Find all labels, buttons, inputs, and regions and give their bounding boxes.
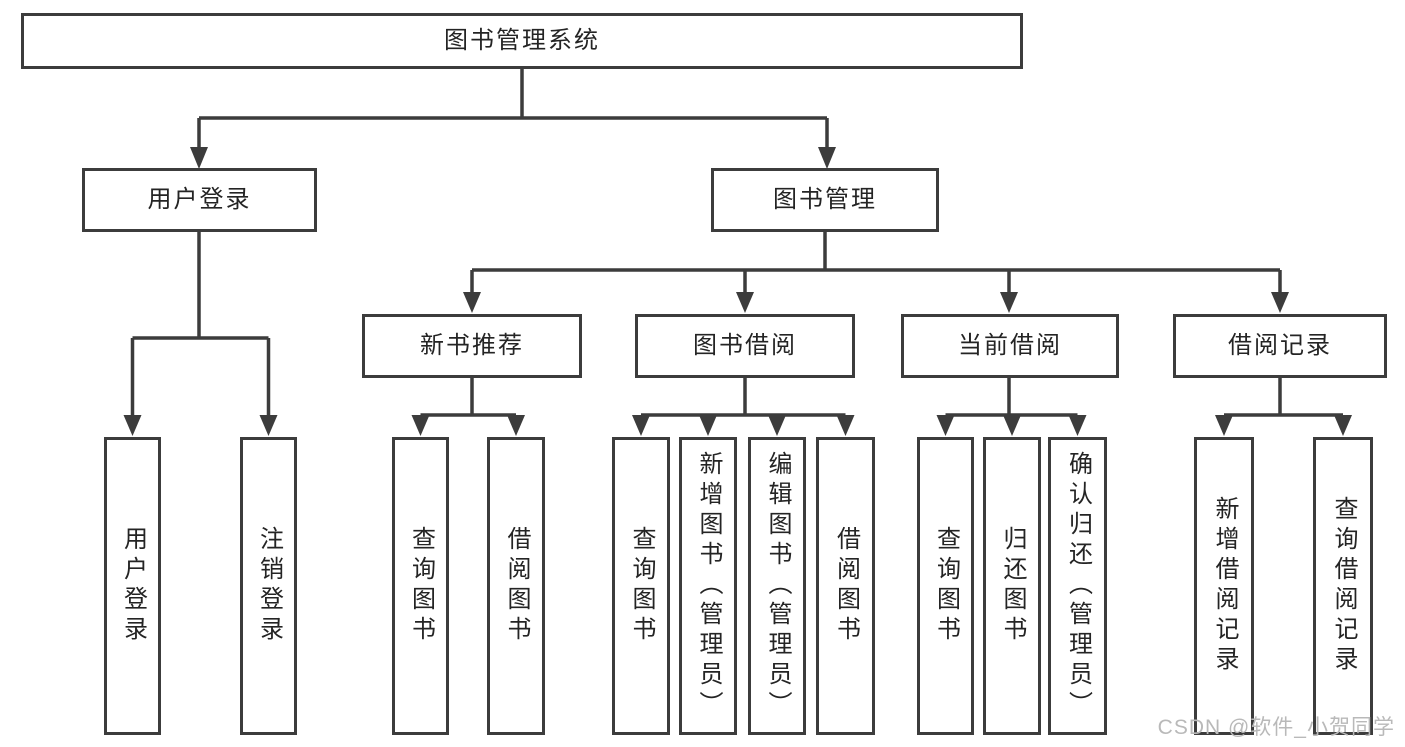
node-book-borrow: 图书借阅	[635, 314, 855, 378]
leaf-query-book-1: 查询图书	[392, 437, 449, 735]
leaf-logout: 注销登录	[240, 437, 297, 735]
node-library-management-system: 图书管理系统	[21, 13, 1023, 69]
connector-current-borrow-branch	[936, 378, 1087, 436]
connector-new-book-branch	[411, 378, 525, 436]
csdn-watermark: CSDN @软件_小贺同学	[1157, 716, 1395, 739]
node-user-login: 用户登录	[82, 168, 317, 232]
leaf-add-book-admin: 新增图书（管理员）	[679, 437, 737, 735]
leaf-return-book: 归还图书	[983, 437, 1041, 735]
leaf-user-login: 用户登录	[104, 437, 161, 735]
connector-user-login-branch	[123, 232, 278, 436]
connector-book-mgmt-branch	[463, 232, 1289, 313]
connector-borrow-record-branch	[1215, 378, 1352, 436]
node-borrow-record: 借阅记录	[1173, 314, 1387, 378]
node-book-management: 图书管理	[711, 168, 939, 232]
leaf-edit-book-admin: 编辑图书（管理员）	[748, 437, 806, 735]
node-new-book-recommend: 新书推荐	[362, 314, 582, 378]
leaf-query-book-2: 查询图书	[612, 437, 670, 735]
leaf-query-borrow-record: 查询借阅记录	[1313, 437, 1373, 735]
node-current-borrow: 当前借阅	[901, 314, 1119, 378]
leaf-borrow-book-2: 借阅图书	[816, 437, 875, 735]
connector-root-to-level2	[190, 69, 836, 169]
leaf-add-borrow-record: 新增借阅记录	[1194, 437, 1254, 735]
leaf-confirm-return-admin: 确认归还（管理员）	[1048, 437, 1107, 735]
connector-book-borrow-branch	[632, 378, 855, 436]
leaf-query-book-3: 查询图书	[917, 437, 974, 735]
leaf-borrow-book-1: 借阅图书	[487, 437, 545, 735]
